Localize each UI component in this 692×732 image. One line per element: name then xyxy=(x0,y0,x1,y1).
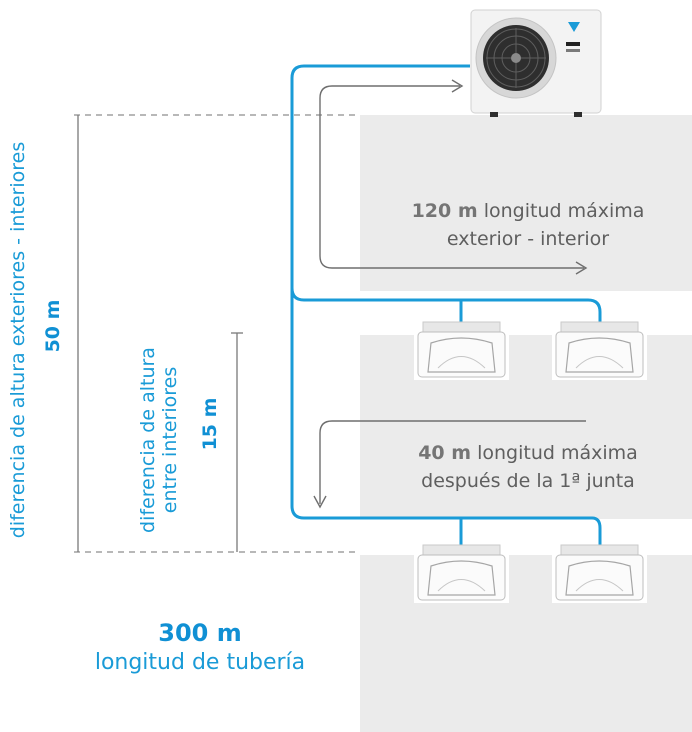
indoor-unit-icon-3 xyxy=(414,544,509,603)
height-label-outdoor-indoor: diferencia de altura exteriores - interi… xyxy=(7,141,30,539)
annotation-120m-value: 120 m xyxy=(411,200,478,222)
pipe-length-value: 300 m xyxy=(158,619,242,647)
floor-top xyxy=(360,115,692,291)
outdoor-unit-icon xyxy=(470,9,602,117)
height-value-15m: 15 m xyxy=(199,397,222,451)
arrow-40m xyxy=(319,420,586,504)
annotation-120m: 120 m longitud máxima exterior - interio… xyxy=(411,200,645,250)
indoor-unit-icon-1 xyxy=(414,321,509,380)
arrow-120m xyxy=(319,85,584,269)
height-value-50m: 50 m xyxy=(42,299,65,353)
indoor-unit-icon-2 xyxy=(552,321,647,380)
pipe-length-label: 300 m longitud de tubería xyxy=(50,618,350,678)
indoor-unit-icon-4 xyxy=(552,544,647,603)
height-label-between-indoor: diferencia de altura entre interiores xyxy=(137,347,181,533)
main-pipe xyxy=(290,64,602,545)
annotation-40m-value: 40 m xyxy=(418,442,472,464)
annotation-40m: 40 m longitud máxima después de la 1ª ju… xyxy=(418,442,638,492)
branch-pipe-upper xyxy=(290,287,602,322)
